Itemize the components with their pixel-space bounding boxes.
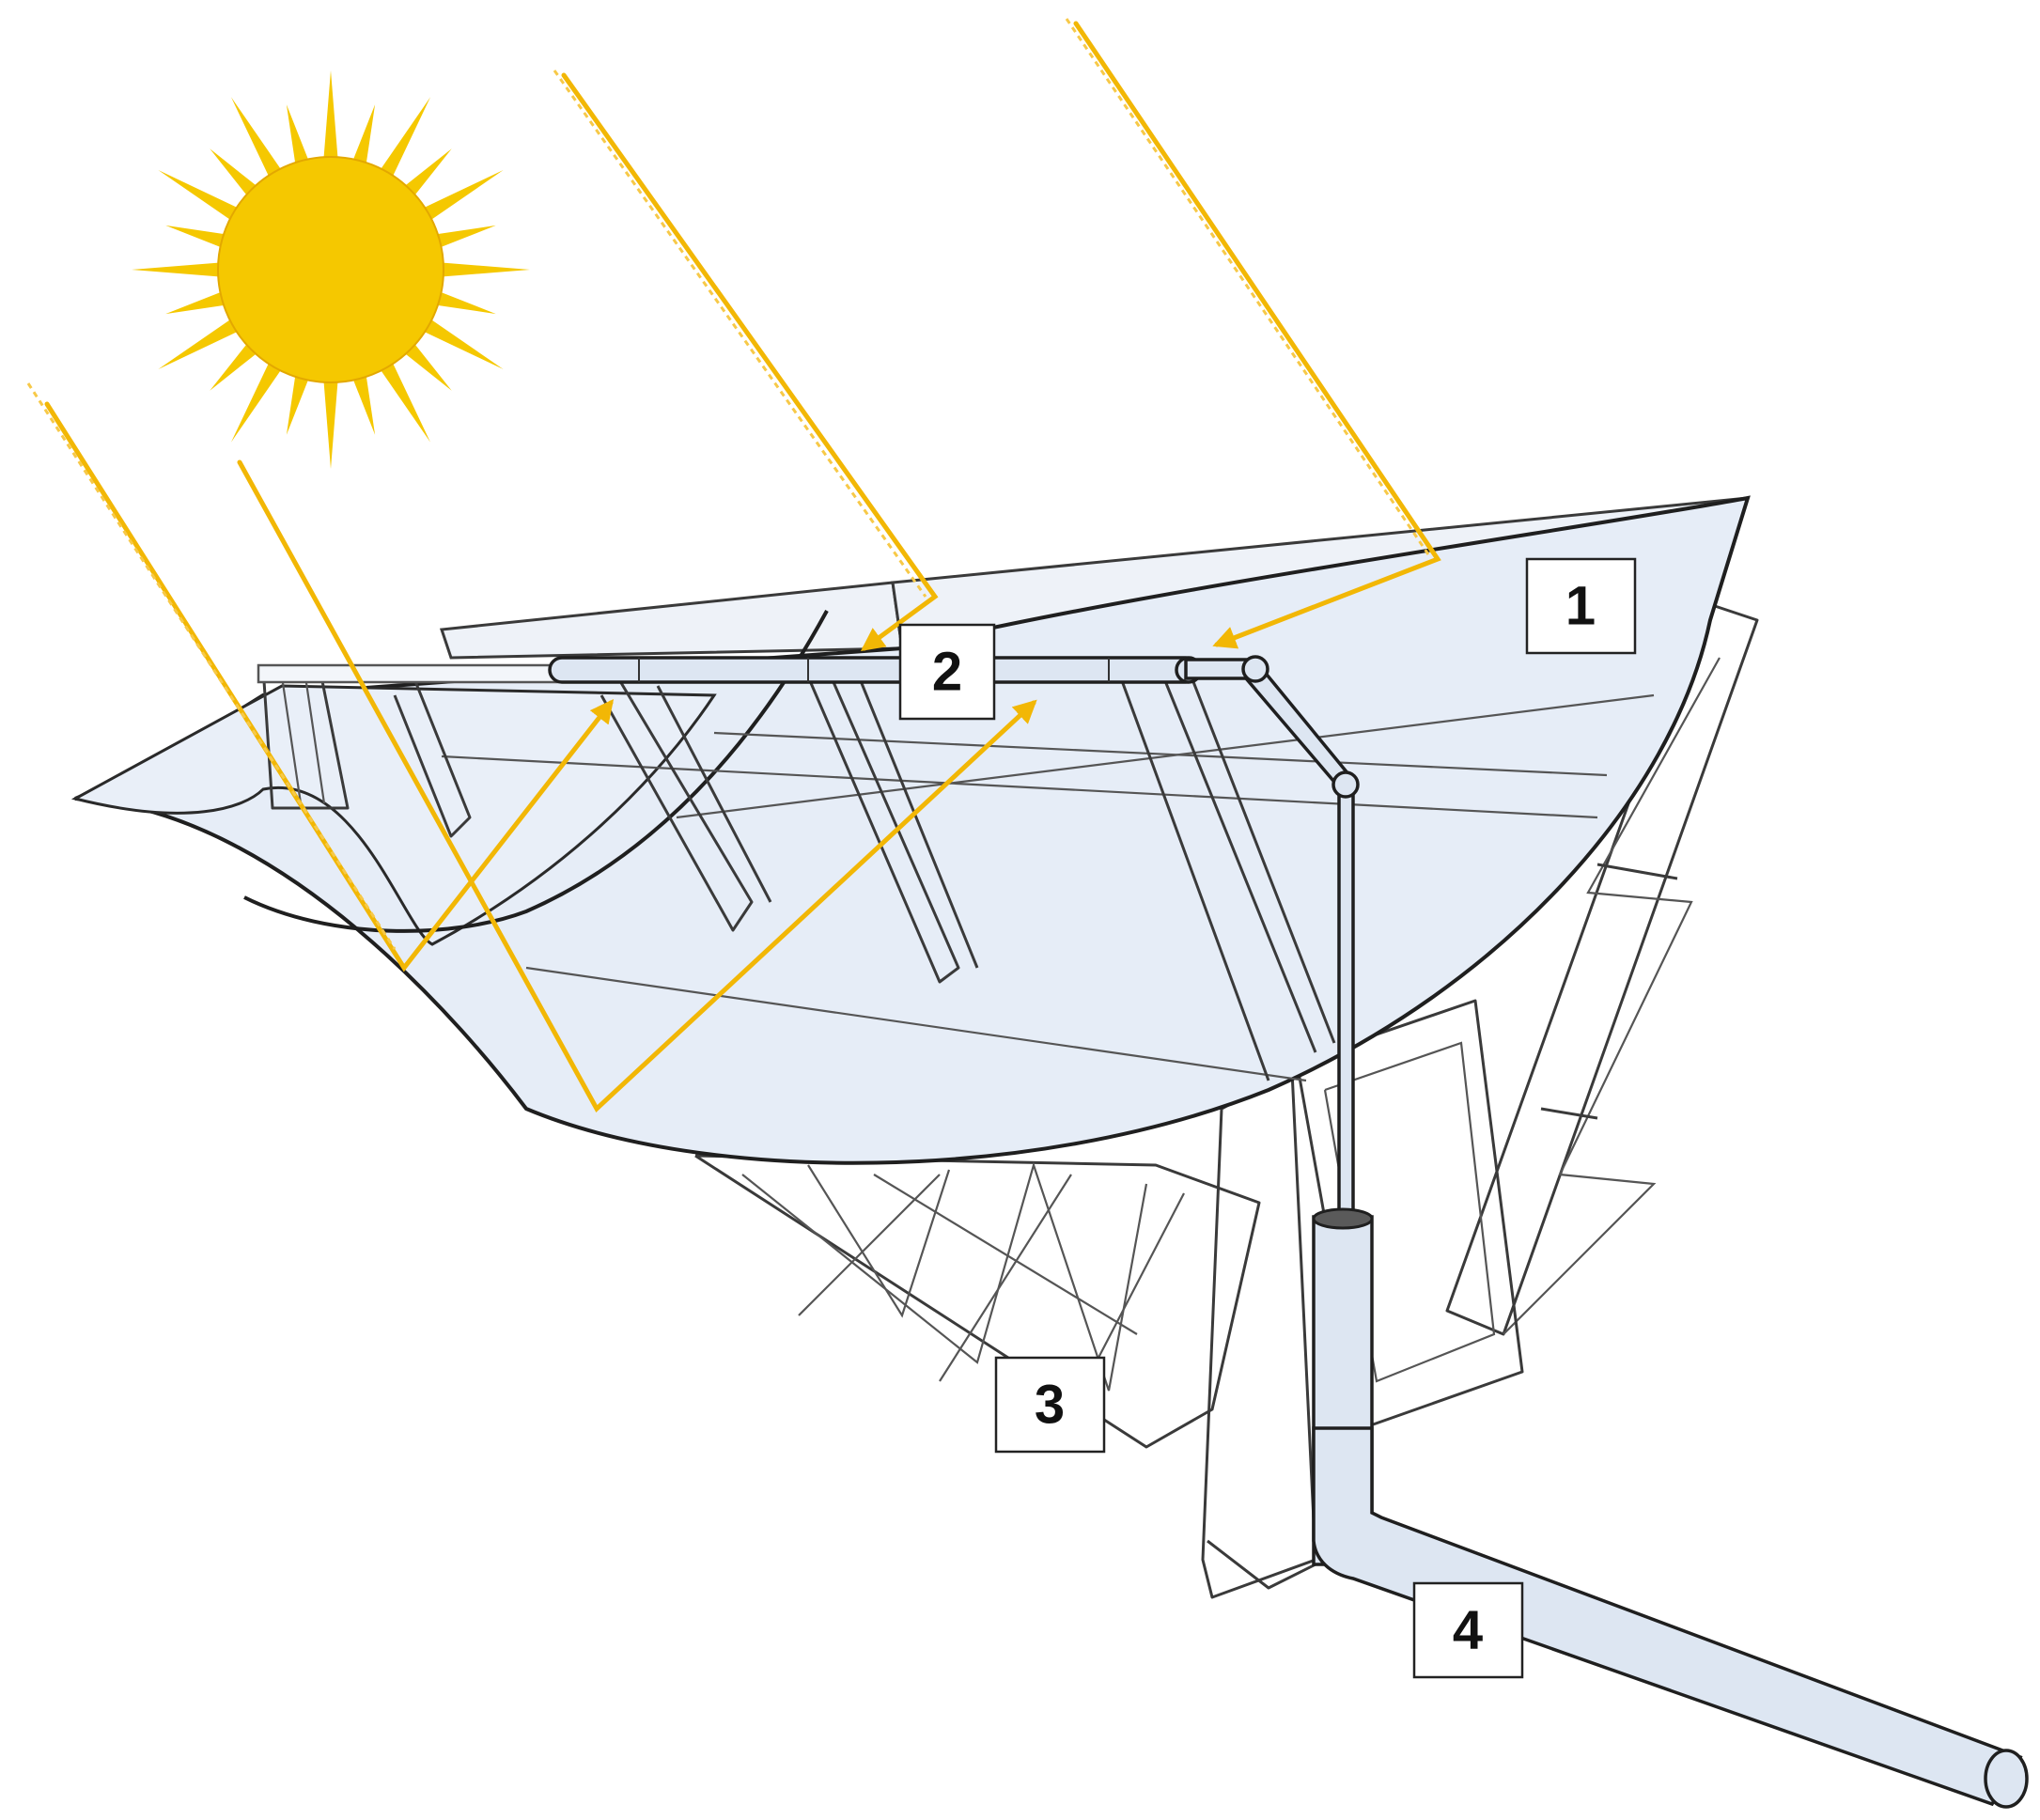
sun-ray-spike	[322, 374, 339, 469]
sun-ray-spike	[350, 368, 376, 435]
callout-1: 1	[1525, 557, 1637, 655]
callout-1-label: 1	[1565, 576, 1596, 637]
sun-ray-spike	[429, 289, 496, 315]
callout-2: 2	[898, 623, 996, 721]
sun-ray-spike	[322, 70, 339, 165]
sun-ray-spike	[399, 148, 452, 201]
sun-ray-spike	[435, 261, 530, 278]
sun-ray-spike	[158, 315, 244, 369]
receiver-supports	[261, 657, 1336, 1081]
sun-ray-spike	[286, 104, 311, 171]
callout-3: 3	[994, 1356, 1106, 1454]
outlet-pipe	[1312, 1426, 2029, 1809]
sun-ray-spike	[165, 225, 232, 250]
sun-ray-spike	[132, 261, 226, 278]
sun-ray-spike	[165, 289, 232, 315]
sun-ray-spike	[417, 170, 504, 225]
sun-ray-spike	[417, 315, 504, 369]
sun-ray-spike	[376, 356, 430, 443]
sun-ray-spike	[231, 97, 286, 183]
sun-rays	[26, 18, 1441, 1113]
sun-ray-spike	[350, 104, 376, 171]
callout-4: 4	[1412, 1581, 1524, 1679]
callout-4-label: 4	[1453, 1600, 1483, 1661]
callout-2-label: 2	[932, 642, 962, 703]
sun-ray-spike	[286, 368, 311, 435]
callout-3-label: 3	[1035, 1375, 1065, 1436]
sun-icon	[132, 70, 530, 469]
sun-ray-spike	[210, 338, 262, 391]
sun-ray-spike	[231, 356, 286, 443]
sun-ray-spike	[376, 97, 430, 183]
sun-ray-spike	[158, 170, 244, 225]
sun-ray-spike	[399, 338, 452, 391]
sun-ray-spike	[429, 225, 496, 250]
sun-ray-spike	[210, 148, 262, 201]
